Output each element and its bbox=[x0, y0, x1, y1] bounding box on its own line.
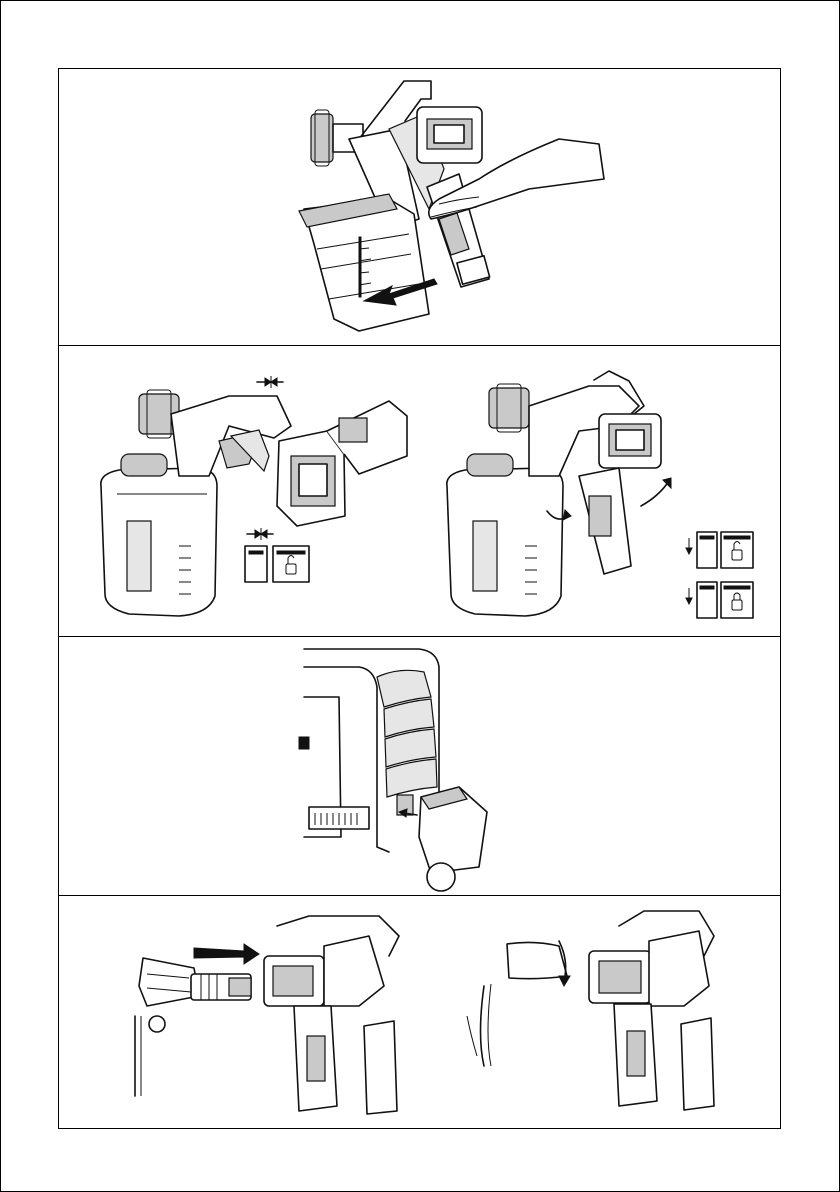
lock-indicator-left-icon bbox=[245, 528, 309, 582]
panel-step-remove-container bbox=[58, 68, 781, 346]
nozzle-cap-icon bbox=[311, 114, 333, 162]
container-right-icon bbox=[447, 468, 563, 616]
container-right-bottom-icon bbox=[681, 1018, 714, 1110]
down-arrow-icon bbox=[686, 548, 692, 554]
nozzle-right-icon bbox=[489, 388, 529, 428]
rotate-arrow-right-icon bbox=[641, 481, 669, 506]
hand-left-icon bbox=[139, 958, 199, 1006]
down-arrow-icon bbox=[686, 598, 692, 604]
panel-step-attach-motor-unit bbox=[58, 345, 781, 637]
panel-step-insert-filter bbox=[58, 636, 781, 896]
panel-step-connect-hose bbox=[58, 895, 781, 1129]
push-arrow-icon bbox=[194, 944, 259, 964]
container-left-bottom-icon bbox=[364, 1021, 397, 1114]
align-arrows-icon bbox=[257, 376, 283, 388]
container-left-icon bbox=[101, 468, 217, 616]
lock-indicator-locked-icon bbox=[686, 582, 753, 618]
illustration-connect-hose bbox=[59, 896, 782, 1130]
hose-right-icon bbox=[481, 986, 485, 1066]
illustration-remove-container bbox=[59, 69, 782, 347]
hand-right-icon bbox=[507, 942, 567, 978]
illustration-attach-motor-unit bbox=[59, 346, 782, 638]
illustration-insert-filter bbox=[59, 637, 782, 897]
lock-indicator-unlocked-icon bbox=[686, 532, 753, 568]
